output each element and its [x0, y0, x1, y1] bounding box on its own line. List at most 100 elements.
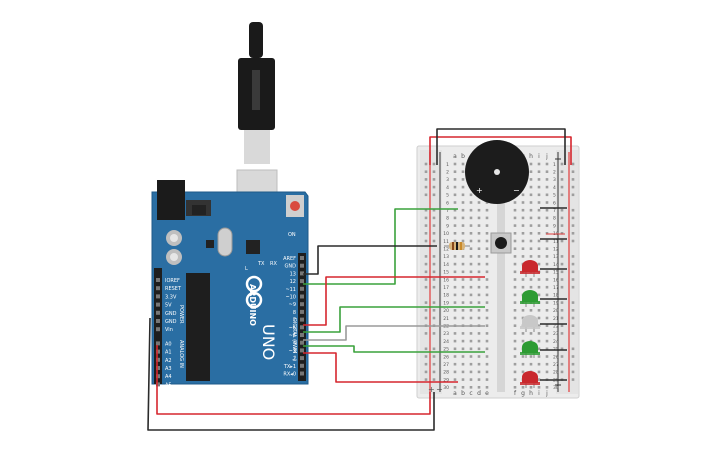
breadboard-hole[interactable]: [461, 293, 465, 297]
breadboard-hole[interactable]: [537, 278, 541, 281]
breadboard-hole[interactable]: [485, 362, 489, 366]
breadboard-hole[interactable]: [521, 224, 525, 227]
led[interactable]: [520, 341, 540, 358]
breadboard-hole[interactable]: [537, 216, 541, 220]
breadboard-hole[interactable]: [477, 208, 481, 212]
breadboard-hole[interactable]: [513, 247, 517, 250]
rail-hole[interactable]: [571, 355, 575, 358]
rail-hole[interactable]: [571, 162, 575, 166]
breadboard-hole[interactable]: [529, 170, 533, 173]
breadboard-hole[interactable]: [513, 270, 517, 274]
header-pin[interactable]: [156, 319, 160, 323]
breadboard-hole[interactable]: [537, 370, 541, 374]
breadboard-hole[interactable]: [529, 232, 533, 235]
breadboard-hole[interactable]: [513, 339, 517, 343]
breadboard-hole[interactable]: [461, 309, 465, 312]
breadboard-hole[interactable]: [537, 332, 541, 335]
rail-hole[interactable]: [432, 355, 436, 358]
led[interactable]: [520, 315, 540, 332]
breadboard-hole[interactable]: [513, 224, 517, 227]
rail-hole[interactable]: [560, 301, 564, 304]
wire-gnd-minus-rail[interactable]: [147, 317, 435, 431]
rail-hole[interactable]: [571, 193, 575, 197]
resistor[interactable]: [444, 242, 470, 250]
breadboard-hole[interactable]: [469, 278, 473, 281]
breadboard-hole[interactable]: [477, 386, 481, 389]
breadboard-hole[interactable]: [469, 339, 473, 343]
breadboard-hole[interactable]: [513, 201, 517, 204]
breadboard-hole[interactable]: [453, 355, 457, 358]
breadboard-hole[interactable]: [521, 355, 525, 358]
breadboard-hole[interactable]: [545, 347, 549, 351]
breadboard-hole[interactable]: [537, 185, 541, 189]
breadboard-hole[interactable]: [485, 339, 489, 343]
rail-hole[interactable]: [424, 378, 428, 381]
breadboard-hole[interactable]: [477, 239, 481, 243]
rail-hole[interactable]: [424, 255, 428, 258]
breadboard-hole[interactable]: [529, 332, 533, 335]
breadboard-hole[interactable]: [469, 362, 473, 366]
breadboard-hole[interactable]: [529, 193, 533, 197]
breadboard-hole[interactable]: [469, 386, 473, 389]
rail-hole[interactable]: [560, 185, 564, 189]
breadboard-hole[interactable]: [537, 224, 541, 227]
header-pin[interactable]: [156, 278, 160, 282]
rail-hole[interactable]: [432, 278, 436, 281]
breadboard-hole[interactable]: [537, 324, 541, 327]
rail-hole[interactable]: [560, 347, 564, 351]
breadboard-hole[interactable]: [485, 324, 489, 327]
rail-hole[interactable]: [560, 309, 564, 312]
breadboard-hole[interactable]: [545, 324, 549, 327]
breadboard-hole[interactable]: [461, 162, 465, 166]
rail-hole[interactable]: [560, 362, 564, 366]
breadboard-hole[interactable]: [513, 262, 517, 266]
breadboard-hole[interactable]: [513, 332, 517, 335]
breadboard-hole[interactable]: [477, 309, 481, 312]
breadboard-hole[interactable]: [545, 162, 549, 166]
header-pin[interactable]: [156, 302, 160, 307]
breadboard-hole[interactable]: [469, 301, 473, 304]
rail-hole[interactable]: [424, 270, 428, 274]
breadboard-hole[interactable]: [461, 347, 465, 351]
breadboard-hole[interactable]: [529, 355, 533, 358]
breadboard-hole[interactable]: [529, 201, 533, 204]
rail-hole[interactable]: [560, 193, 564, 197]
digital-pin[interactable]: [300, 371, 304, 376]
breadboard-hole[interactable]: [469, 232, 473, 235]
rail-hole[interactable]: [560, 262, 564, 266]
digital-pin[interactable]: [300, 363, 304, 368]
breadboard-hole[interactable]: [485, 201, 489, 204]
breadboard-hole[interactable]: [453, 239, 457, 243]
push-button[interactable]: [490, 232, 512, 254]
breadboard-hole[interactable]: [477, 293, 481, 297]
rail-hole[interactable]: [560, 208, 564, 212]
breadboard-hole[interactable]: [453, 362, 457, 366]
breadboard-hole[interactable]: [521, 247, 525, 250]
wire-power-rail-link[interactable]: [429, 136, 572, 165]
rail-hole[interactable]: [571, 370, 575, 374]
rail-hole[interactable]: [432, 262, 436, 266]
rail-hole[interactable]: [571, 224, 575, 227]
rail-hole[interactable]: [424, 362, 428, 366]
breadboard-hole[interactable]: [469, 201, 473, 204]
breadboard-hole[interactable]: [485, 216, 489, 220]
rail-hole[interactable]: [424, 216, 428, 220]
header-pin[interactable]: [156, 366, 160, 370]
breadboard-hole[interactable]: [477, 285, 481, 289]
breadboard-hole[interactable]: [545, 270, 549, 274]
rail-hole[interactable]: [424, 285, 428, 289]
breadboard-hole[interactable]: [461, 170, 465, 173]
breadboard-hole[interactable]: [529, 278, 533, 281]
breadboard-hole[interactable]: [469, 262, 473, 266]
breadboard-hole[interactable]: [461, 193, 465, 197]
breadboard-hole[interactable]: [477, 347, 481, 351]
rail-hole[interactable]: [432, 316, 436, 320]
breadboard-hole[interactable]: [537, 178, 541, 181]
breadboard-hole[interactable]: [477, 339, 481, 343]
breadboard-hole[interactable]: [461, 362, 465, 366]
breadboard-hole[interactable]: [485, 224, 489, 227]
breadboard-hole[interactable]: [545, 178, 549, 181]
rail-hole[interactable]: [432, 208, 436, 212]
rail-hole[interactable]: [432, 216, 436, 220]
breadboard-hole[interactable]: [485, 247, 489, 250]
